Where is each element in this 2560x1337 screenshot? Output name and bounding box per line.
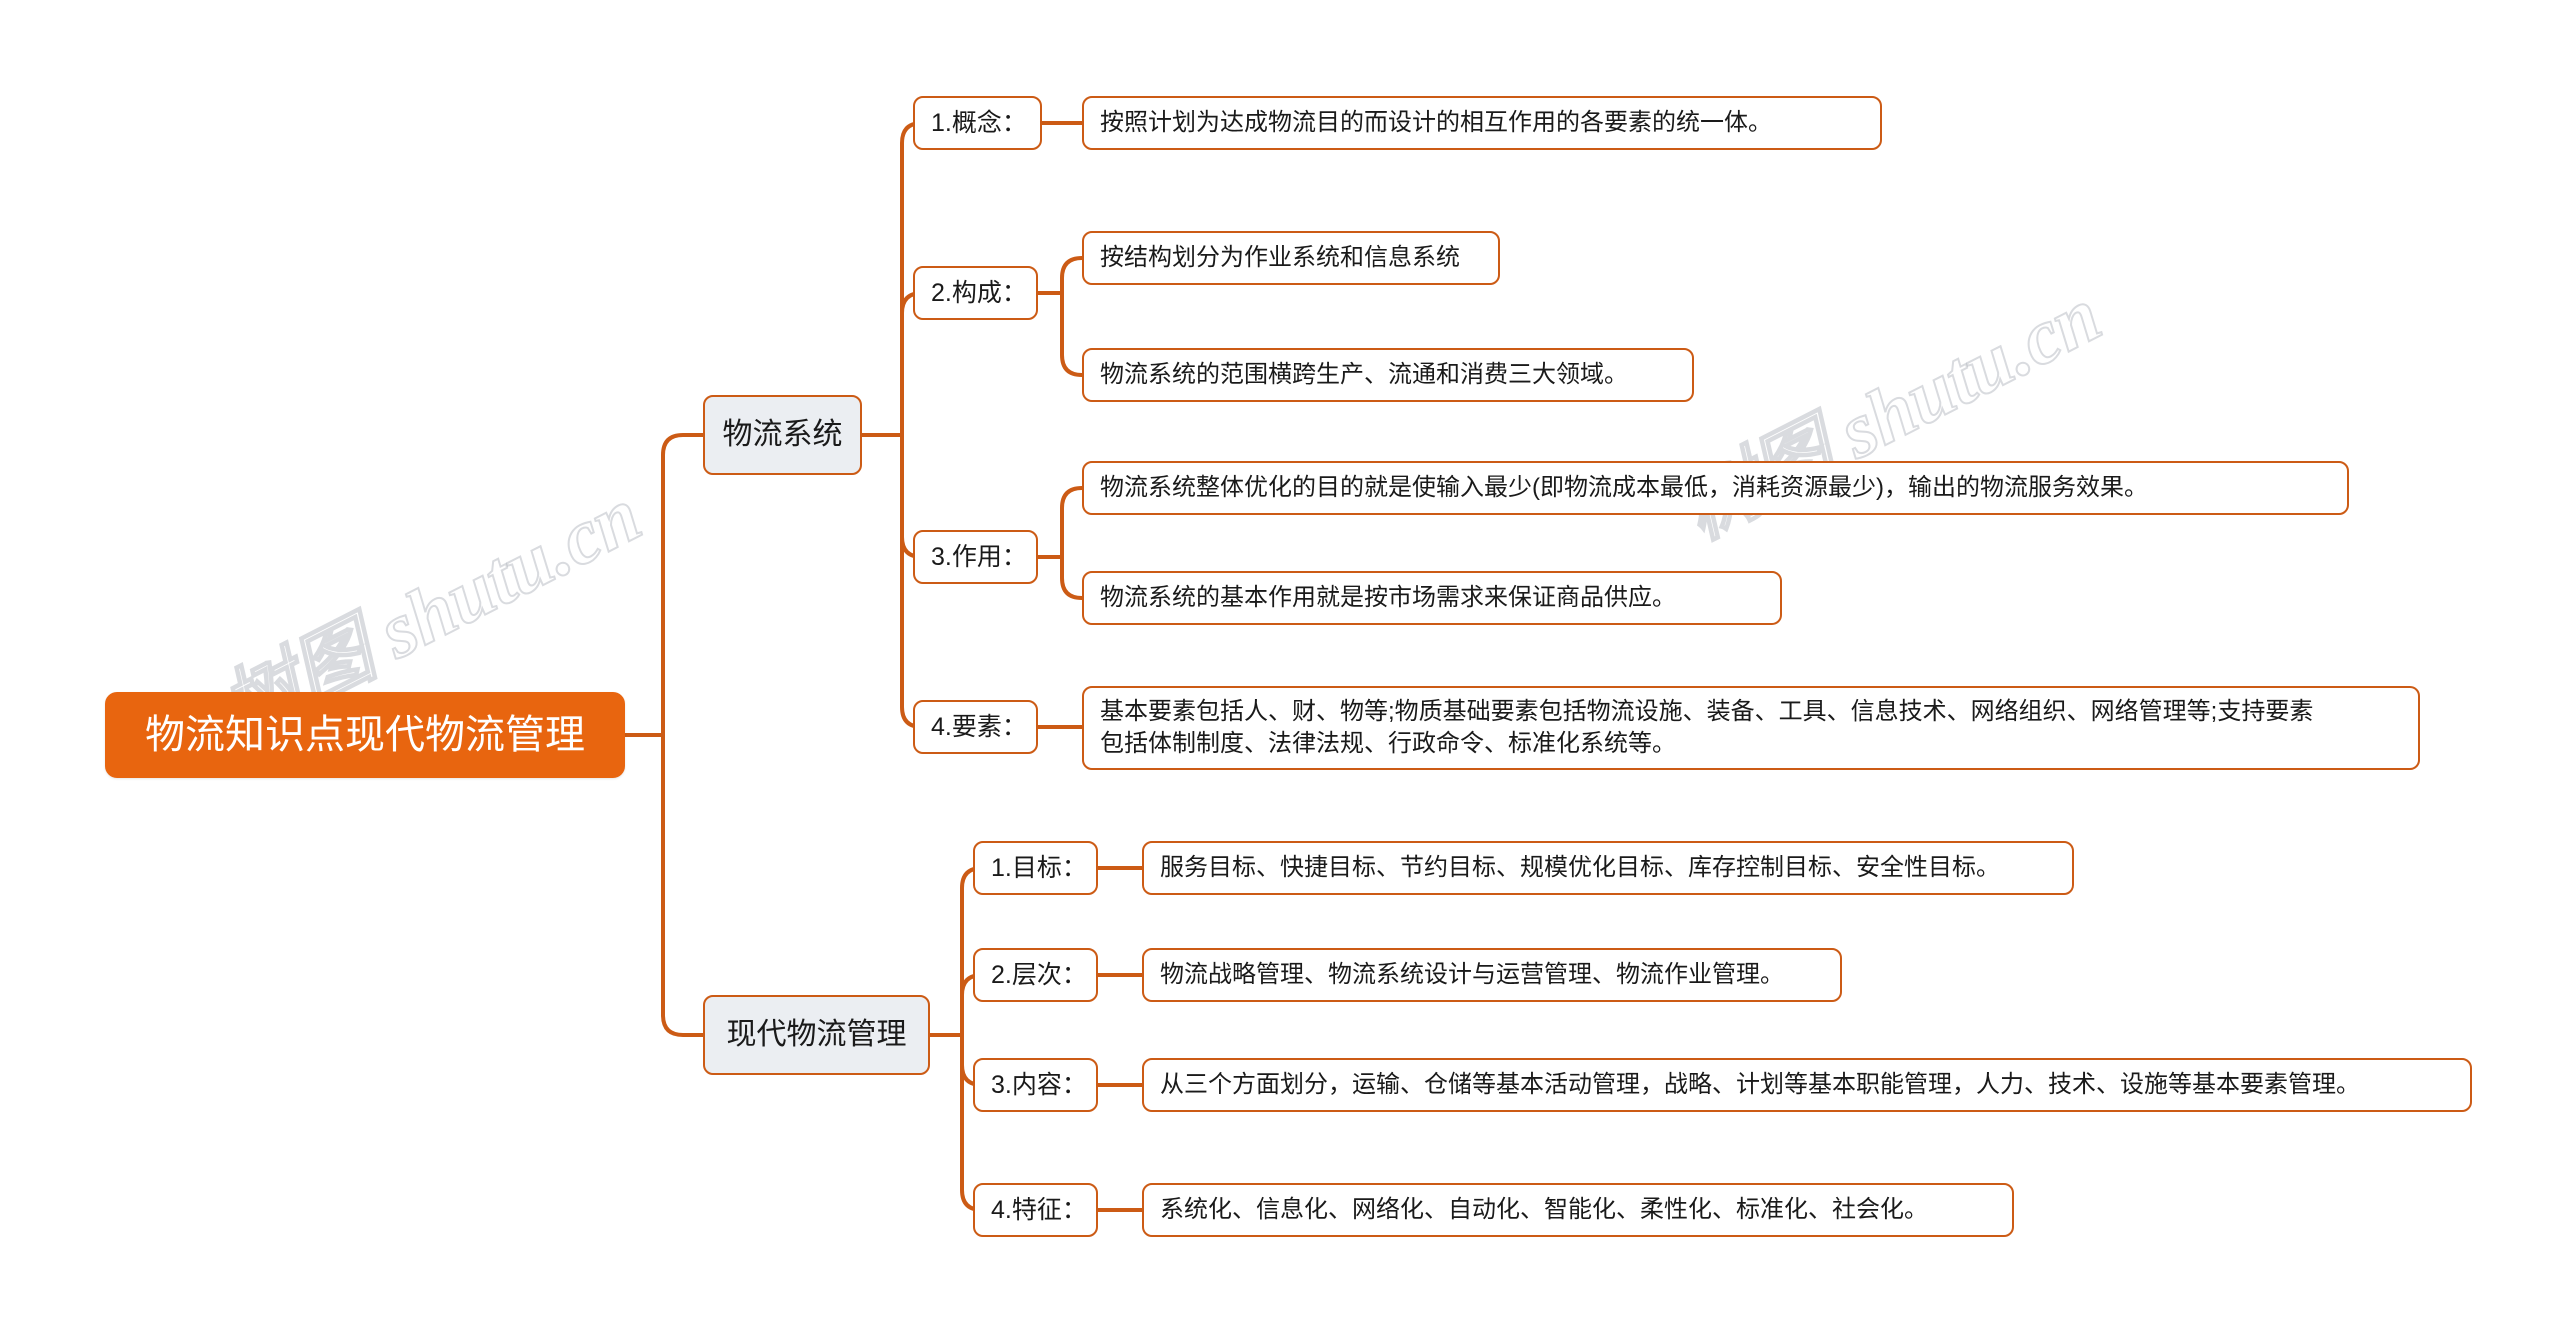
topic-label: 1.概念： <box>931 108 1027 137</box>
leaf-node-function-1[interactable]: 物流系统整体优化的目的就是使输入最少(即物流成本最低，消耗资源最少)，输出的物流… <box>1082 461 2349 515</box>
root-node[interactable]: 物流知识点现代物流管理 <box>105 692 625 778</box>
leaf-node-characteristics-1[interactable]: 系统化、信息化、网络化、自动化、智能化、柔性化、标准化、社会化。 <box>1142 1183 2014 1237</box>
leaf-node-composition-2[interactable]: 物流系统的范围横跨生产、流通和消费三大领域。 <box>1082 348 1694 402</box>
leaf-text: 基本要素包括人、财、物等;物质基础要素包括物流设施、装备、工具、信息技术、网络组… <box>1100 698 2314 757</box>
leaf-node-goals-1[interactable]: 服务目标、快捷目标、节约目标、规模优化目标、库存控制目标、安全性目标。 <box>1142 841 2074 895</box>
topic-label: 4.要素： <box>931 712 1027 741</box>
topic-label: 3.内容： <box>991 1070 1087 1099</box>
leaf-text: 服务目标、快捷目标、节约目标、规模优化目标、库存控制目标、安全性目标。 <box>1160 854 2000 882</box>
topic-node-concept[interactable]: 1.概念： <box>913 96 1042 150</box>
leaf-node-composition-1[interactable]: 按结构划分为作业系统和信息系统 <box>1082 231 1500 285</box>
topic-node-function[interactable]: 3.作用： <box>913 530 1038 584</box>
topic-label: 1.目标： <box>991 853 1087 882</box>
topic-node-content[interactable]: 3.内容： <box>973 1058 1098 1112</box>
topic-node-elements[interactable]: 4.要素： <box>913 700 1038 754</box>
leaf-text: 物流系统的基本作用就是按市场需求来保证商品供应。 <box>1100 584 1676 612</box>
leaf-text: 按结构划分为作业系统和信息系统 <box>1100 244 1460 272</box>
topic-label: 3.作用： <box>931 542 1027 571</box>
leaf-text: 按照计划为达成物流目的而设计的相互作用的各要素的统一体。 <box>1100 109 1772 137</box>
leaf-text: 从三个方面划分，运输、仓储等基本活动管理，战略、计划等基本职能管理，人力、技术、… <box>1160 1071 2360 1099</box>
root-label: 物流知识点现代物流管理 <box>145 712 585 757</box>
leaf-text: 物流系统的范围横跨生产、流通和消费三大领域。 <box>1100 361 1628 389</box>
branch-label: 物流系统 <box>722 418 843 452</box>
leaf-node-content-1[interactable]: 从三个方面划分，运输、仓储等基本活动管理，战略、计划等基本职能管理，人力、技术、… <box>1142 1058 2472 1112</box>
topic-node-composition[interactable]: 2.构成： <box>913 266 1038 320</box>
leaf-node-elements-1[interactable]: 基本要素包括人、财、物等;物质基础要素包括物流设施、装备、工具、信息技术、网络组… <box>1082 686 2420 770</box>
leaf-text: 物流战略管理、物流系统设计与运营管理、物流作业管理。 <box>1160 961 1784 989</box>
leaf-text: 物流系统整体优化的目的就是使输入最少(即物流成本最低，消耗资源最少)，输出的物流… <box>1100 474 2148 502</box>
leaf-node-levels-1[interactable]: 物流战略管理、物流系统设计与运营管理、物流作业管理。 <box>1142 948 1842 1002</box>
leaf-node-concept-1[interactable]: 按照计划为达成物流目的而设计的相互作用的各要素的统一体。 <box>1082 96 1882 150</box>
topic-label: 2.构成： <box>931 278 1027 307</box>
branch-label: 现代物流管理 <box>726 1018 907 1052</box>
topic-node-characteristics[interactable]: 4.特征： <box>973 1183 1098 1237</box>
topic-label: 2.层次： <box>991 960 1087 989</box>
topic-label: 4.特征： <box>991 1195 1087 1224</box>
topic-node-goals[interactable]: 1.目标： <box>973 841 1098 895</box>
leaf-text: 系统化、信息化、网络化、自动化、智能化、柔性化、标准化、社会化。 <box>1160 1196 1928 1224</box>
leaf-node-function-2[interactable]: 物流系统的基本作用就是按市场需求来保证商品供应。 <box>1082 571 1782 625</box>
branch-node-modern-logistics-management[interactable]: 现代物流管理 <box>703 995 930 1075</box>
branch-node-logistics-system[interactable]: 物流系统 <box>703 395 862 475</box>
topic-node-levels[interactable]: 2.层次： <box>973 948 1098 1002</box>
